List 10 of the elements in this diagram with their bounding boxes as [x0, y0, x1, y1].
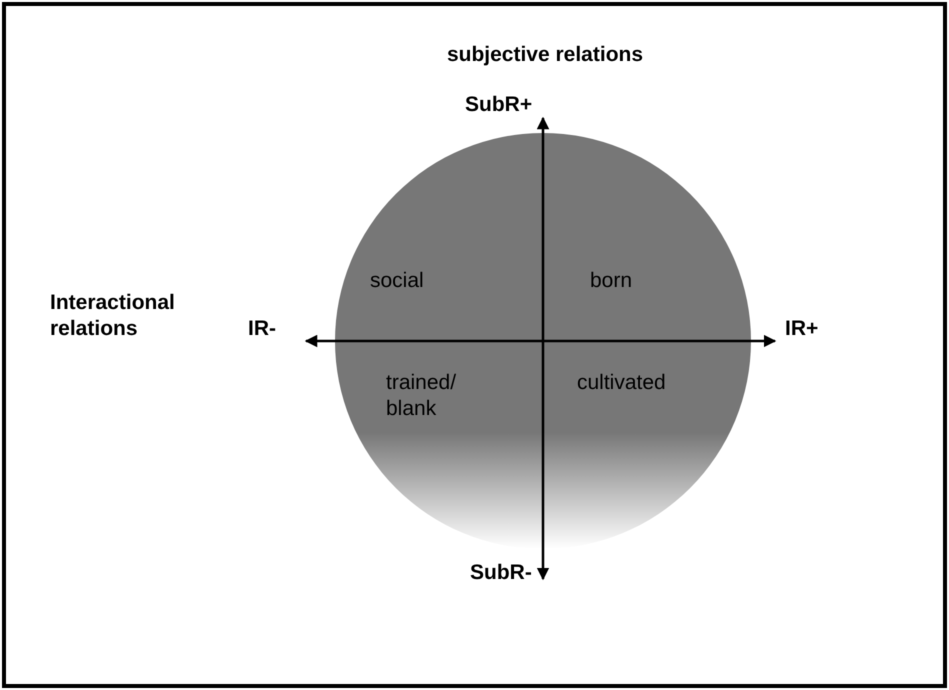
quadrant-label: cultivated: [577, 370, 667, 396]
quadrant-label: born: [590, 268, 634, 294]
quadrant-label: social: [370, 268, 425, 294]
axis-end-label: IR-: [248, 316, 277, 342]
axis-title: Interactional relations: [50, 290, 176, 342]
axis-end-label: SubR+: [465, 92, 534, 118]
axis-title: subjective relations: [446, 42, 644, 68]
quadrant-label: trained/ blank: [386, 370, 458, 422]
axis-end-label: SubR-: [470, 560, 533, 586]
axis-end-label: IR+: [785, 316, 820, 342]
